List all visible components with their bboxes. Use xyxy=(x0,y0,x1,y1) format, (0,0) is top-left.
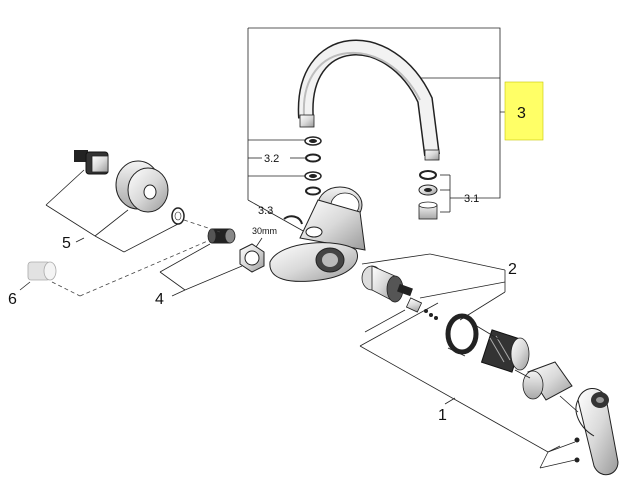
seal-washer xyxy=(171,207,185,225)
flow-regulator xyxy=(27,261,57,281)
callout-3: 3 xyxy=(517,105,526,122)
hex-nut-30mm xyxy=(239,243,265,273)
mixer-body xyxy=(269,186,366,282)
size-label-30mm: 30mm xyxy=(252,226,277,236)
set-screws xyxy=(574,437,580,463)
callout-1: 1 xyxy=(438,407,447,424)
escutcheon-rosette xyxy=(115,160,169,213)
axis-dashline-5 xyxy=(183,219,221,233)
callout-5: 5 xyxy=(62,235,71,252)
callout-6: 6 xyxy=(8,291,17,308)
lever-handle xyxy=(575,388,619,476)
connector-fitting xyxy=(207,228,236,244)
callout-3-3: 3.3 xyxy=(258,205,273,217)
handle-sleeve xyxy=(522,361,573,401)
retaining-clip xyxy=(283,215,303,225)
o-ring xyxy=(445,313,479,355)
small-screws xyxy=(405,297,438,320)
callout-1-leader xyxy=(359,302,579,469)
callout-5-leader xyxy=(45,169,179,253)
callout-4-leader xyxy=(159,243,243,297)
callout-3-1: 3.1 xyxy=(464,193,479,205)
ceramic-cartridge xyxy=(361,265,413,303)
callout-2: 2 xyxy=(508,261,517,278)
aerator-parts xyxy=(418,170,462,220)
spout-tube xyxy=(297,39,440,161)
s-union xyxy=(74,150,109,175)
callout-3-2: 3.2 xyxy=(264,153,279,165)
spout-leader-frame xyxy=(247,27,520,233)
callout-6-leader xyxy=(19,281,31,291)
spout-seal-stack xyxy=(304,136,322,196)
threaded-adapter xyxy=(480,329,530,373)
axis-dashline-6 xyxy=(51,281,81,297)
callout-3-highlight xyxy=(504,81,544,141)
callout-4: 4 xyxy=(155,291,164,308)
axis-dashline-6b xyxy=(79,239,211,297)
